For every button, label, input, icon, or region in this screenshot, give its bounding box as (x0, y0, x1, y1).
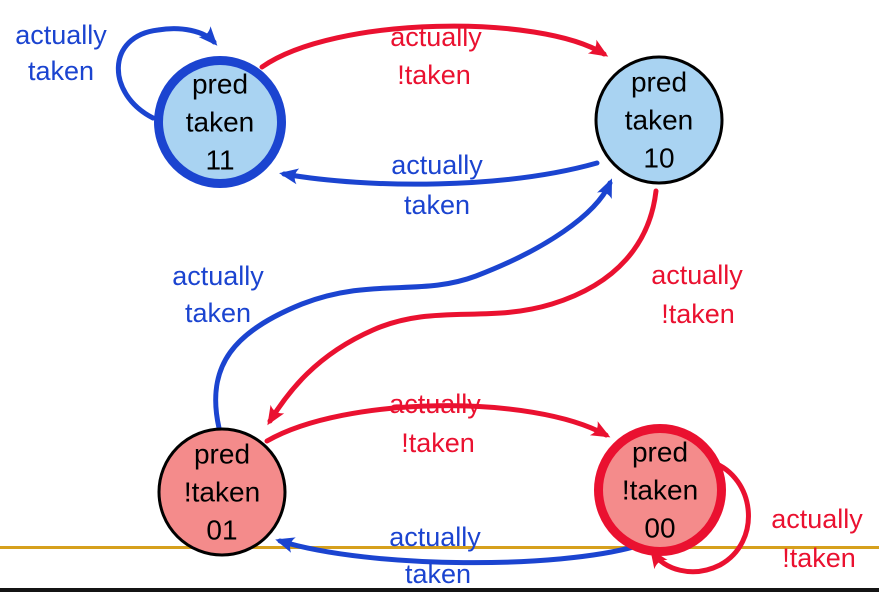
edge-01-to-10-label-2: taken (185, 298, 251, 328)
edge-11-to-10: actually !taken (259, 22, 609, 90)
state-10-circle (594, 55, 724, 185)
edge-11-self-loop-label-2: taken (28, 56, 94, 86)
state-11-line-3: 11 (205, 145, 234, 176)
state-10-line-2: taken (625, 105, 694, 136)
state-01: pred !taken 01 (157, 427, 287, 557)
edge-00-self-loop-path (650, 459, 751, 575)
state-01-line-3: 01 (206, 515, 237, 546)
edge-10-to-01-label-2: !taken (661, 299, 735, 329)
state-10-line-1: pred (631, 67, 687, 98)
edge-11-self-loop-label-1: actually (15, 20, 107, 50)
state-01-line-1: pred (194, 439, 250, 470)
edge-00-to-01-path (275, 537, 640, 566)
state-11-line-2: taken (186, 107, 255, 138)
state-11-line-1: pred (192, 69, 248, 100)
edge-01-to-00: actually !taken (264, 389, 611, 458)
edge-00-self-loop-label-1: actually (771, 504, 863, 534)
state-01-line-2: !taken (184, 477, 260, 508)
edge-10-to-11: actually taken (279, 150, 600, 220)
state-10-line-3: 10 (643, 143, 674, 174)
edge-10-to-01-label-1: actually (651, 260, 743, 290)
edge-10-to-11-label-1: actually (391, 150, 483, 180)
bottom-border-bar (0, 588, 879, 592)
edge-01-to-00-label-1: actually (389, 389, 481, 419)
edge-01-to-10: actually taken (172, 178, 613, 431)
state-00-line-3: 00 (644, 513, 675, 544)
edge-10-to-01-path (267, 188, 659, 426)
edge-01-to-00-label-2: !taken (401, 428, 475, 458)
edge-00-self-loop-label-2: !taken (782, 543, 856, 573)
edge-10-to-01: actually !taken (267, 188, 743, 426)
state-00-line-2: !taken (622, 475, 698, 506)
edge-01-to-10-label-1: actually (172, 261, 264, 291)
state-00: pred !taken 00 (594, 424, 726, 556)
state-11-circle (154, 56, 286, 188)
state-10: pred taken 10 (594, 55, 724, 185)
edge-11-self-loop: actually taken (15, 20, 218, 121)
state-00-circle (594, 424, 726, 556)
edge-00-to-01-label-1: actually (389, 522, 481, 552)
edge-00-self-loop: actually !taken (650, 459, 863, 575)
state-00-line-1: pred (632, 437, 688, 468)
edge-00-to-01: actually taken (275, 522, 640, 589)
edge-10-to-11-path (279, 160, 600, 187)
state-11: pred taken 11 (154, 56, 286, 188)
edge-11-to-10-label-1: actually (390, 22, 482, 52)
edge-00-to-01-label-2: taken (405, 559, 471, 589)
edge-11-self-loop-path (115, 26, 218, 121)
edge-01-to-00-path (264, 403, 611, 444)
edge-11-to-10-label-2: !taken (397, 60, 471, 90)
edge-01-to-10-path (213, 178, 613, 431)
edge-11-to-10-path (259, 23, 609, 70)
edge-10-to-11-label-2: taken (404, 190, 470, 220)
state-01-circle (157, 427, 287, 557)
